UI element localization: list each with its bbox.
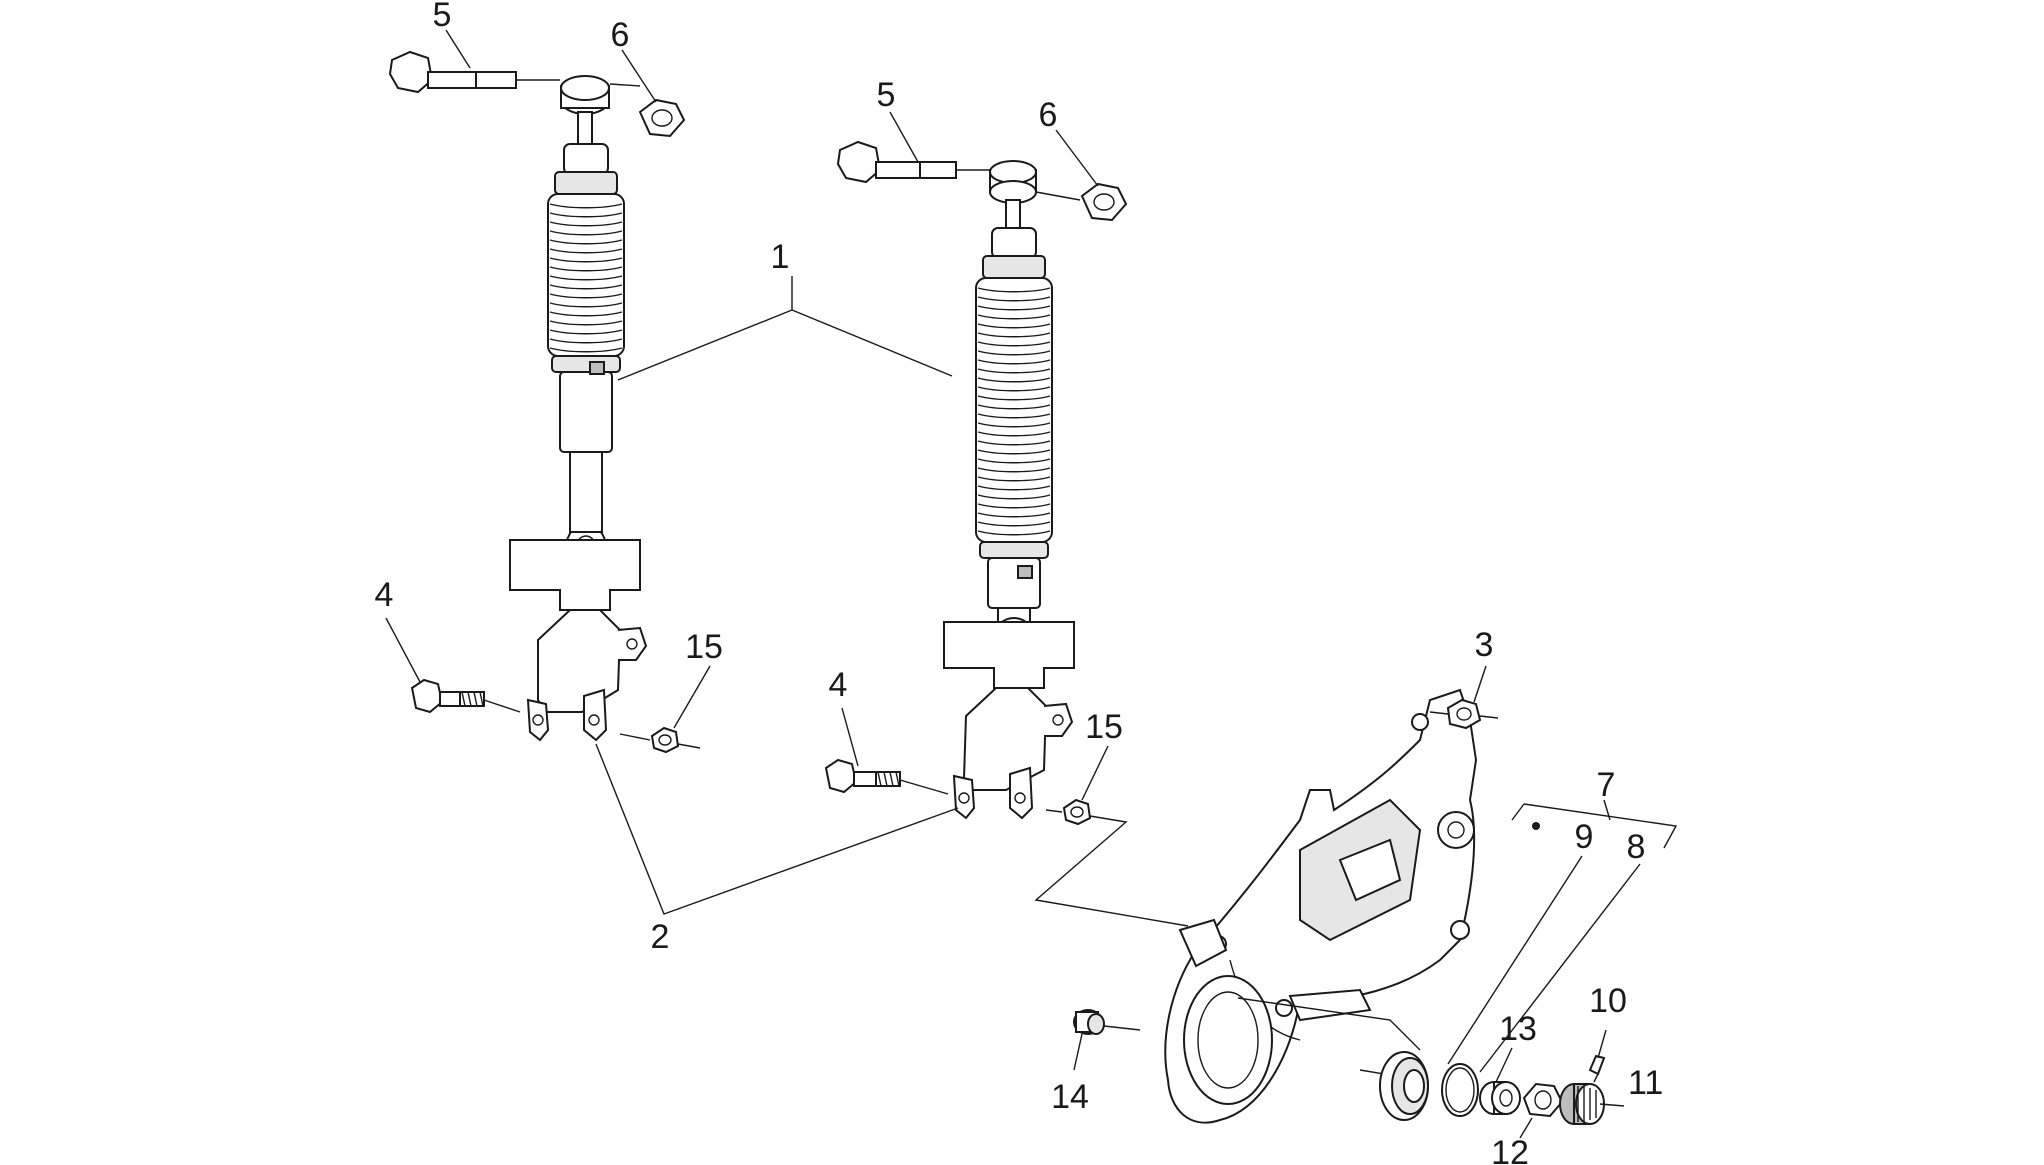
spring-coil (549, 212, 623, 218)
spring-coil (977, 305, 1051, 311)
callout-4-left: 4 (375, 576, 394, 614)
left-shock-absorber (388, 50, 701, 754)
spring-coil (977, 494, 1051, 500)
spring-coil (977, 449, 1051, 455)
spring-coil (977, 440, 1051, 446)
spring-coil (977, 323, 1051, 329)
callout-9: 9 (1575, 818, 1594, 856)
spring-coil (549, 347, 623, 353)
spring-coil (549, 329, 623, 335)
spring-coil (977, 377, 1051, 383)
spring-coil (977, 287, 1051, 293)
spring-coil (977, 404, 1051, 410)
left-top-nut (638, 98, 686, 138)
spring-coil (549, 338, 623, 344)
callout-7: 7 (1597, 766, 1616, 804)
plug-bushing (1073, 1009, 1141, 1035)
callout-4-right: 4 (829, 666, 848, 704)
spring-coil (977, 386, 1051, 392)
spring-coil (549, 248, 623, 254)
circlip-ring (1441, 1063, 1479, 1117)
spring-coil (977, 332, 1051, 338)
callout-15-right: 15 (1085, 708, 1123, 746)
callout-5-left: 5 (433, 0, 452, 34)
spring-coil (977, 350, 1051, 356)
axle-nut (1522, 1082, 1564, 1118)
spring-coil (977, 485, 1051, 491)
right-bottom-nut (1034, 798, 1189, 927)
callout-11: 11 (1628, 1064, 1663, 1102)
callout-12: 12 (1491, 1134, 1529, 1165)
spring-coil (549, 311, 623, 317)
callout-10: 10 (1589, 982, 1627, 1020)
callout-6-left: 6 (611, 16, 630, 54)
right-top-nut (1080, 182, 1128, 222)
spacer-washer (1479, 1081, 1521, 1115)
callout-2-shock-bracket: 2 (651, 918, 670, 956)
spring-coil (977, 467, 1051, 473)
spring-coil (977, 431, 1051, 437)
left-bottom-nut (650, 726, 701, 754)
spring-coil (549, 266, 623, 272)
spring-coil (977, 521, 1051, 527)
right-shock-body (975, 227, 1053, 659)
spring-coil (549, 284, 623, 290)
spring-coil (549, 239, 623, 245)
spring-coil (549, 293, 623, 299)
callout-1: 1 (771, 238, 790, 276)
spring-coil (549, 302, 623, 308)
spring-coil (977, 458, 1051, 464)
left-shock-body (547, 143, 625, 573)
spring-coil (549, 257, 623, 263)
callout-8: 8 (1627, 828, 1646, 866)
spring-coil (977, 413, 1051, 419)
spring-coil (977, 530, 1051, 536)
left-bottom-bolt (410, 678, 651, 741)
callout-14: 14 (1051, 1078, 1089, 1116)
spring-coil (977, 395, 1051, 401)
spring-coil (549, 275, 623, 281)
callout-5-right: 5 (877, 76, 896, 114)
callout-6-right: 6 (1039, 96, 1058, 134)
spring-coil (977, 503, 1051, 509)
left-bracket (509, 539, 648, 742)
part-7-marker-dot (1532, 822, 1540, 830)
spring-coil (977, 296, 1051, 302)
bearing (1379, 1051, 1429, 1121)
spring-coil (549, 320, 623, 326)
spring-coil (549, 203, 623, 209)
right-shock-absorber (824, 140, 1189, 927)
spring-coil (977, 476, 1051, 482)
callout-13: 13 (1499, 1010, 1537, 1048)
callout-labels: 1 2 3 4 4 5 5 6 6 7 8 9 10 11 12 13 14 1… (375, 0, 1664, 1165)
right-top-bushing (989, 160, 1037, 229)
left-top-bolt (388, 50, 641, 94)
right-top-bolt (836, 140, 1081, 201)
spring-coil (549, 221, 623, 227)
spring-coil (977, 314, 1051, 320)
drive-gear (1559, 1083, 1625, 1125)
right-spring-coils (977, 287, 1051, 536)
leader-lines (385, 29, 1678, 1139)
spring-coil (977, 368, 1051, 374)
left-spring-coils (549, 203, 623, 353)
spring-coil (977, 512, 1051, 518)
spring-coil (977, 341, 1051, 347)
left-top-bushing (560, 75, 610, 145)
split-pin (1588, 1054, 1606, 1083)
spring-coil (549, 230, 623, 236)
spring-coil (977, 422, 1051, 428)
right-bottom-bolt (824, 758, 1063, 813)
swing-arm-housing (1164, 688, 1478, 1124)
callout-15-left: 15 (685, 628, 723, 666)
spring-coil (977, 359, 1051, 365)
right-bracket (943, 621, 1075, 820)
swing-arm-nut (1429, 698, 1499, 730)
callout-3: 3 (1475, 626, 1494, 664)
